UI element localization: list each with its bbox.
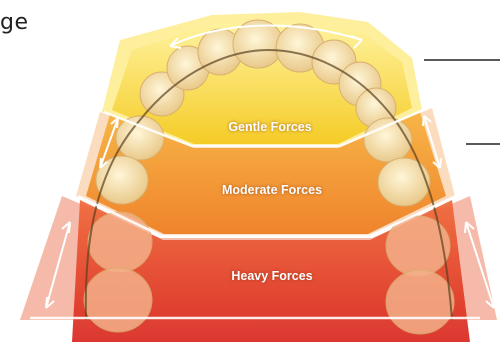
moderate-forces-label: Moderate Forces xyxy=(222,183,322,197)
heavy-forces-label: Heavy Forces xyxy=(231,269,312,283)
gentle-forces-label: Gentle Forces xyxy=(228,120,311,134)
